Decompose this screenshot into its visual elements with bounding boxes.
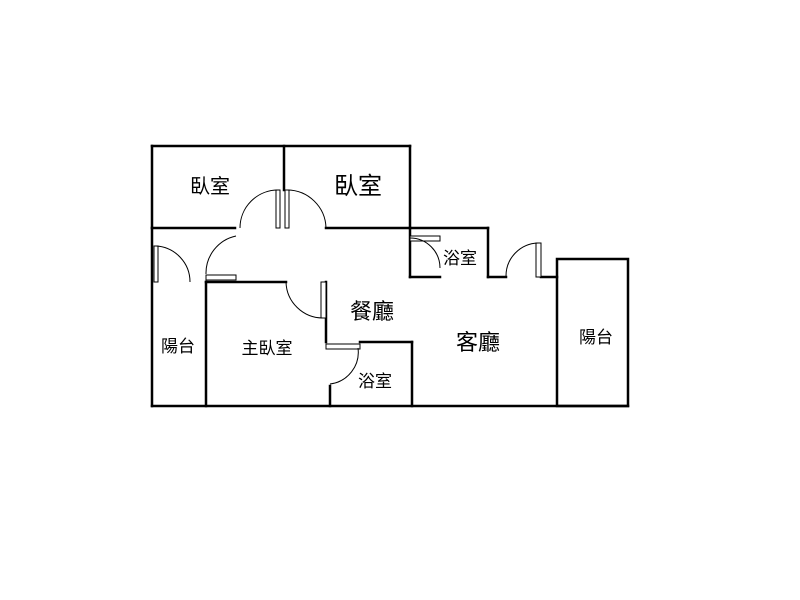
door-leaf [275,189,281,229]
bathroom-lower-label: 浴室 [358,372,392,392]
door-leaf [205,274,237,281]
door-swing-arc [409,237,441,269]
balcony-left-label: 陽台 [161,337,195,357]
room-labels: 臥室 臥室 浴室 餐廳 陽台 主臥室 浴室 客廳 陽台 [161,172,613,392]
door-swing-arc [205,235,237,275]
door-swing-arc [505,242,539,277]
door-leaf [325,343,361,350]
doors [153,189,542,385]
master-bedroom-label: 主臥室 [242,339,293,359]
balcony-right-label: 陽台 [579,328,613,348]
living-room-label: 客廳 [456,331,500,356]
door-swing-arc [285,281,324,319]
door-leaf [320,281,327,319]
door-leaf [153,245,159,283]
door-leaf [535,242,542,278]
walls [150,144,630,408]
dining-room-label: 餐廳 [350,300,394,325]
door-swing-arc [286,189,327,229]
bedroom-2-label: 臥室 [334,172,382,200]
door-swing-arc [239,189,279,229]
bathroom-upper-label: 浴室 [443,249,477,269]
door-leaf [284,189,290,229]
bedroom-1-label: 臥室 [190,174,230,198]
door-swing-arc [329,347,359,385]
door-swing-arc [155,245,191,283]
